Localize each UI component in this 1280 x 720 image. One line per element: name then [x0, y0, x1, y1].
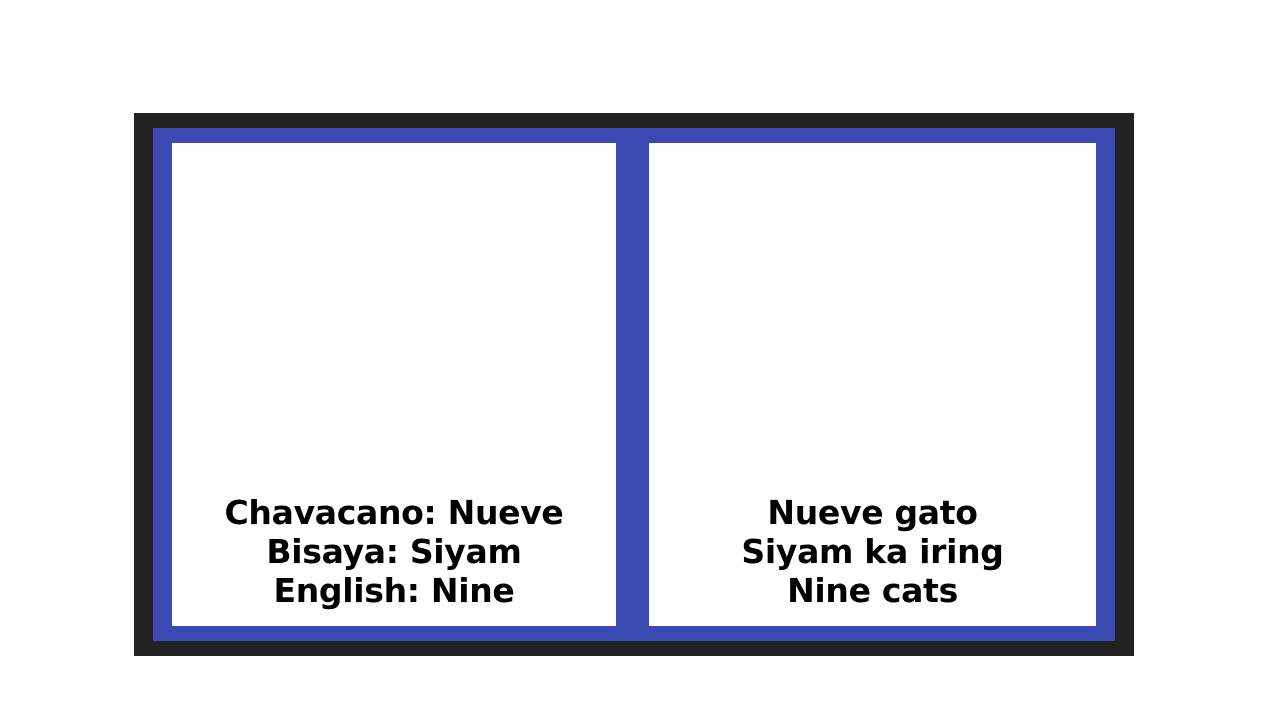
phrase-line-chavacano: Nueve gato [767, 493, 978, 532]
example-phrase-card: Nueve gato Siyam ka iring Nine cats [649, 143, 1096, 626]
slide-border: Chavacano: Nueve Bisaya: Siyam English: … [153, 128, 1115, 641]
phrase-line-english: Nine cats [787, 571, 958, 610]
example-phrase-caption: Nueve gato Siyam ka iring Nine cats [741, 493, 1004, 626]
number-word-caption: Chavacano: Nueve Bisaya: Siyam English: … [224, 493, 563, 626]
phrase-line-bisaya: Siyam ka iring [741, 532, 1004, 571]
number-word-card: Chavacano: Nueve Bisaya: Siyam English: … [172, 143, 616, 626]
slide-frame: Chavacano: Nueve Bisaya: Siyam English: … [134, 113, 1134, 656]
caption-line-english: English: Nine [273, 571, 515, 610]
caption-line-bisaya: Bisaya: Siyam [266, 532, 522, 571]
caption-line-chavacano: Chavacano: Nueve [224, 493, 564, 532]
